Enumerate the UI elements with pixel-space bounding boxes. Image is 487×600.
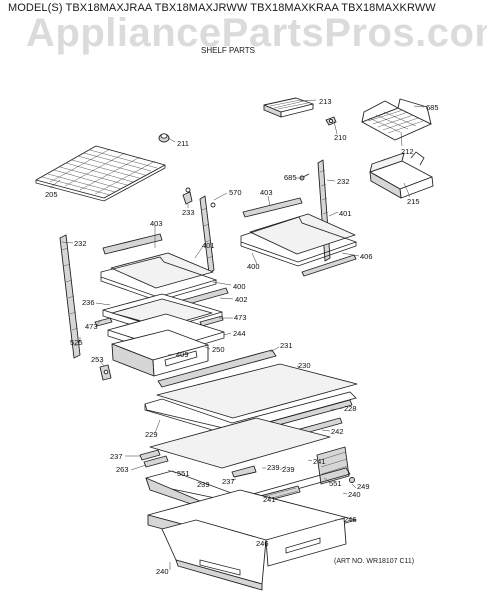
part-number-label: 205 [45, 190, 58, 199]
part-number-label: 233 [182, 208, 195, 217]
part-number-label: 244 [233, 329, 246, 338]
part-212-rack-drawing [361, 98, 432, 141]
part-number-label: 242 [331, 427, 344, 436]
part-number-label: 551 [329, 479, 342, 488]
part-406-front-trim-drawing [301, 254, 357, 277]
part-number-label: 400 [247, 262, 260, 271]
part-number-label: 250 [212, 345, 225, 354]
part-237-263-clips-drawing [139, 449, 257, 478]
part-number-label: 253 [91, 355, 104, 364]
part-number-label: 232 [74, 239, 87, 248]
part-230-glass-drawing [156, 363, 358, 419]
part-number-label: 551 [177, 469, 190, 478]
part-number-label: 241 [313, 457, 326, 466]
part-401-left-glass-drawing [100, 252, 218, 302]
part-number-label: 400 [233, 282, 246, 291]
part-233-bracket-drawing [182, 187, 193, 205]
part-473-slide-drawing [94, 315, 224, 327]
part-232-left-rail-drawing [59, 234, 81, 359]
part-570-rail-drawing [199, 195, 216, 274]
part-213-shelf-bin-drawing [263, 97, 314, 118]
part-number-label: 473 [234, 313, 247, 322]
part-number-label: 685 [426, 103, 439, 112]
part-number-label: 210 [334, 133, 347, 142]
part-403-right-frame-drawing [242, 197, 303, 218]
part-250-crisper-drawer-drawing [111, 329, 209, 377]
part-number-label: 213 [319, 97, 332, 106]
model-list-header: MODEL(S) TBX18MAXJRAA TBX18MAXJRWW TBX18… [8, 2, 436, 14]
part-number-label: 246 [344, 515, 357, 524]
part-number-label: 239 [197, 480, 210, 489]
part-number-label: 228 [344, 404, 357, 413]
part-239-241-rails-drawing [316, 446, 355, 485]
part-685-screw-drawing [299, 173, 310, 181]
part-240-crisper-drawers-drawing [147, 489, 357, 591]
part-number-label: 229 [145, 430, 158, 439]
diagram-subtitle: SHELF PARTS [201, 46, 255, 55]
part-number-label: 232 [337, 177, 350, 186]
part-number-label: 240 [156, 567, 169, 576]
leader-lines [49, 99, 425, 570]
art-number: (ART NO. WR18107 C11) [334, 558, 415, 565]
part-number-label: 240 [348, 490, 361, 499]
part-number-label: 241 [263, 495, 276, 504]
part-number-label: 212 [401, 147, 414, 156]
part-number-label: 403 [150, 219, 163, 228]
part-number-label: 473 [85, 322, 98, 331]
part-number-label: 215 [407, 197, 420, 206]
part-231-front-frame-drawing [157, 349, 277, 388]
part-205-wire-shelf-drawing [35, 145, 166, 202]
part-211-knob-drawing [158, 133, 170, 143]
part-glass-lower-drawing [149, 417, 331, 469]
part-215-bin-drawing [369, 151, 434, 199]
part-number-label: 239 [282, 465, 295, 474]
part-number-label: 406 [360, 252, 373, 261]
part-210-clip-drawing [325, 116, 337, 126]
part-number-label: 409 [176, 350, 189, 359]
part-number-label: 231 [280, 341, 293, 350]
part-number-label: 570 [229, 188, 242, 197]
part-401-right-glass-drawing [240, 213, 358, 267]
part-number-label: 263 [116, 465, 129, 474]
part-number-label: 246 [256, 539, 269, 548]
part-253-cam-drawing [99, 364, 112, 381]
part-number-label: 403 [260, 188, 273, 197]
part-number-label: 239 [267, 463, 280, 472]
part-number-label: 401 [339, 209, 352, 218]
part-number-label: 230 [298, 361, 311, 370]
part-number-label: 237 [110, 452, 123, 461]
site-watermark: AppliancePartsPros.com [26, 11, 487, 55]
part-number-label: 401 [202, 241, 215, 250]
part-number-label: 402 [235, 295, 248, 304]
part-number-label: 249 [357, 482, 370, 491]
part-number-label: 237 [222, 477, 235, 486]
part-403-left-frame-drawing [102, 233, 163, 255]
part-number-label: 236 [82, 298, 95, 307]
part-number-label: 685 [284, 173, 297, 182]
part-number-label: 211 [177, 139, 189, 148]
part-number-label: 525 [70, 338, 83, 347]
